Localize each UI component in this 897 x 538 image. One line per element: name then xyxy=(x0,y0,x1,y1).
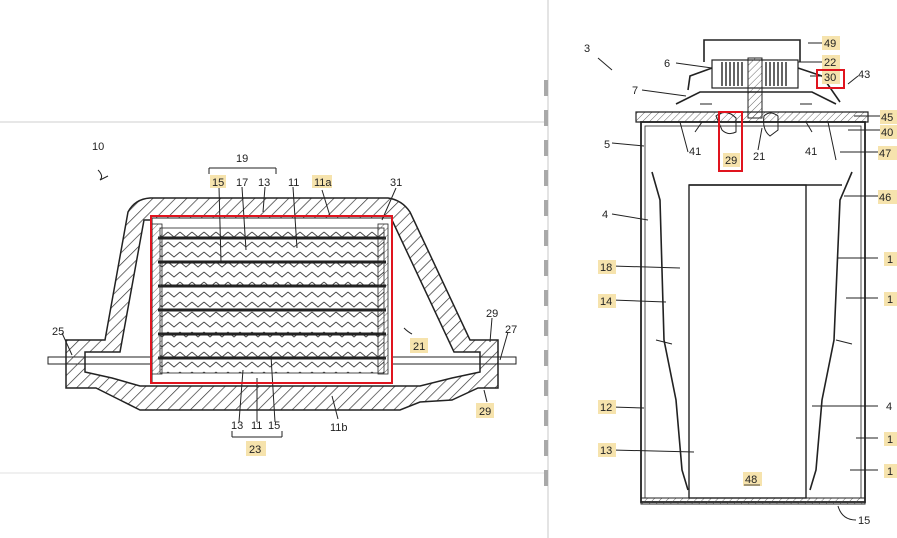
label-43: 43 xyxy=(858,69,870,81)
label-23: 23 xyxy=(249,444,261,456)
label-4-top: 4 xyxy=(602,209,608,221)
left-leader-lines xyxy=(61,167,509,438)
label-46: 46 xyxy=(879,192,891,204)
label-1-b: 1 xyxy=(887,294,893,306)
label-31: 31 xyxy=(390,177,402,189)
label-5: 5 xyxy=(604,139,610,151)
label-11a: 11a xyxy=(314,177,332,189)
label-30: 30 xyxy=(824,72,836,84)
label-41-right: 41 xyxy=(805,146,817,158)
label-29-right: 29 xyxy=(486,308,498,320)
left-red-selection-box xyxy=(150,215,393,384)
label-15-highlight xyxy=(210,175,226,188)
right-red-box-30 xyxy=(816,69,845,89)
label-15-top: 15 xyxy=(212,177,224,189)
label-48: 48 xyxy=(745,474,757,486)
stacked-plates xyxy=(158,236,386,360)
label-30-highlight xyxy=(822,70,840,84)
label-1-d: 1 xyxy=(887,466,893,478)
label-13: 13 xyxy=(600,445,612,457)
label-12: 12 xyxy=(600,402,612,414)
label-27: 27 xyxy=(505,324,517,336)
label-14: 14 xyxy=(600,296,612,308)
label-1c-highlight xyxy=(884,432,897,446)
label-21: 21 xyxy=(413,341,425,353)
label-1-a: 1 xyxy=(887,254,893,266)
label-48-highlight xyxy=(743,472,762,486)
right-figure-assembly xyxy=(635,39,869,505)
label-22-highlight xyxy=(822,55,840,69)
label-21: 21 xyxy=(753,151,765,163)
label-45: 45 xyxy=(881,112,893,124)
label-17: 17 xyxy=(236,177,248,189)
label-18: 18 xyxy=(600,262,612,274)
label-11-top: 11 xyxy=(288,177,299,189)
right-leader-lines xyxy=(597,42,880,521)
label-1a-highlight xyxy=(884,252,897,266)
label-18-highlight xyxy=(598,260,616,274)
label-12-highlight xyxy=(598,400,616,414)
label-29: 29 xyxy=(725,155,737,167)
label-47-highlight xyxy=(878,146,897,160)
label-29-bottom: 29 xyxy=(479,406,491,418)
label-40: 40 xyxy=(881,127,893,139)
label-40-highlight xyxy=(880,125,897,139)
left-figure-housing xyxy=(47,197,517,411)
label-45-highlight xyxy=(880,110,897,124)
label-1-c: 1 xyxy=(887,434,893,446)
label-19: 19 xyxy=(236,153,248,165)
label-15-bottom: 15 xyxy=(268,420,280,432)
label-49: 49 xyxy=(824,38,836,50)
label-7: 7 xyxy=(632,85,638,97)
label-4-bottom: 4 xyxy=(886,401,892,413)
fig-ref-3: 3 xyxy=(584,43,590,55)
label-25: 25 xyxy=(52,326,64,338)
label-13-highlight xyxy=(598,443,616,457)
fig-ref-10: 10 xyxy=(92,141,104,153)
label-46-highlight xyxy=(878,190,897,204)
label-11b: 11b xyxy=(330,422,348,434)
label-29-highlight xyxy=(723,153,740,167)
label-1d-highlight xyxy=(884,464,897,478)
label-1b-highlight xyxy=(884,292,897,306)
label-23-highlight xyxy=(246,441,266,456)
label-22: 22 xyxy=(824,57,836,69)
label-11a-highlight xyxy=(312,175,332,188)
label-49-highlight xyxy=(822,36,840,50)
label-29b-highlight xyxy=(476,403,494,418)
label-13-top: 13 xyxy=(258,177,270,189)
label-21-highlight xyxy=(410,338,428,353)
label-13-bottom: 13 xyxy=(231,420,243,432)
label-15: 15 xyxy=(858,515,870,527)
label-41-left: 41 xyxy=(689,146,701,158)
right-red-box-29 xyxy=(718,111,743,172)
label-6: 6 xyxy=(664,58,670,70)
label-14-highlight xyxy=(598,294,616,308)
label-47: 47 xyxy=(879,148,891,160)
label-11-bottom: 11 xyxy=(251,420,262,432)
